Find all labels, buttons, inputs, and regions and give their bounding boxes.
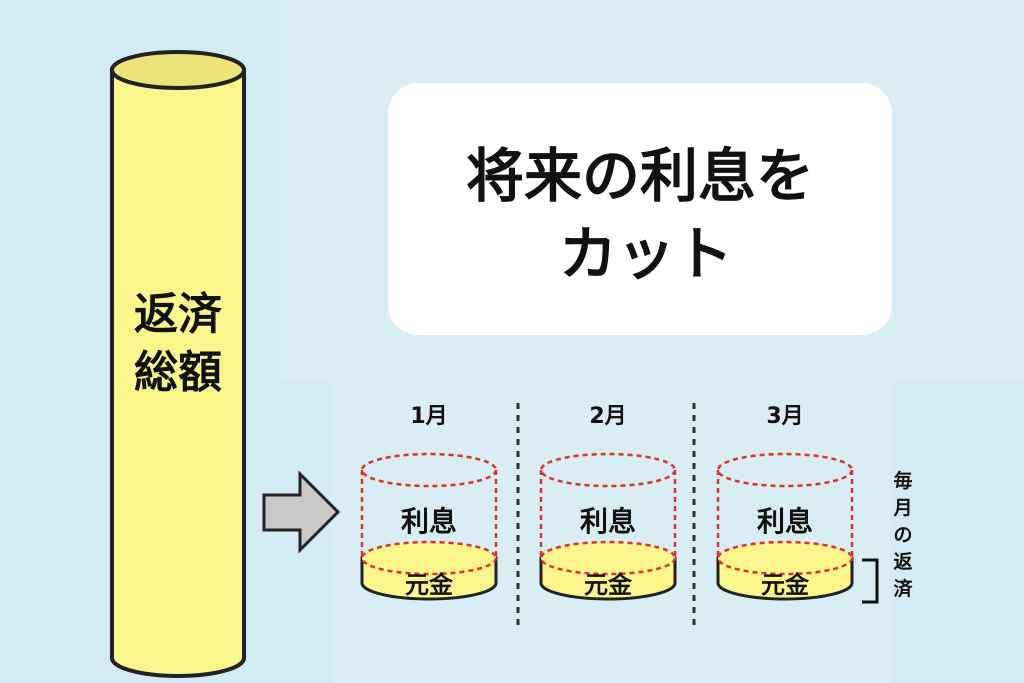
background-panel-bottom	[330, 378, 890, 683]
callout-line2: カット	[558, 220, 733, 288]
month-1-principal-label: 元金	[405, 571, 453, 599]
pillar-label-line1: 返済	[134, 289, 222, 340]
pillar-label-line2: 総額	[134, 347, 222, 398]
monthly-payment-label: 毎月の返済	[893, 470, 913, 600]
pillar-label: 返済 総額	[118, 286, 238, 402]
month-2-cylinder	[539, 452, 677, 601]
month-3-interest-label: 利息	[756, 505, 813, 538]
month-3-label: 3月	[766, 404, 804, 429]
monthly-payment-bracket	[862, 558, 879, 604]
callout-line1: 将来の利息を	[465, 142, 814, 210]
month-2-interest-label: 利息	[579, 505, 636, 538]
month-2-principal-label: 元金	[584, 571, 632, 599]
callout-box: 将来の利息を カット	[388, 83, 892, 335]
right-arrow-icon	[262, 470, 341, 554]
month-2-label: 2月	[589, 404, 627, 429]
month-3-cylinder	[716, 452, 854, 601]
month-1-cylinder	[360, 452, 498, 601]
month-3-principal-label: 元金	[761, 571, 809, 599]
month-1-interest-label: 利息	[400, 505, 457, 538]
month-1-label: 1月	[410, 404, 448, 429]
total-repayment-pillar	[110, 50, 246, 678]
